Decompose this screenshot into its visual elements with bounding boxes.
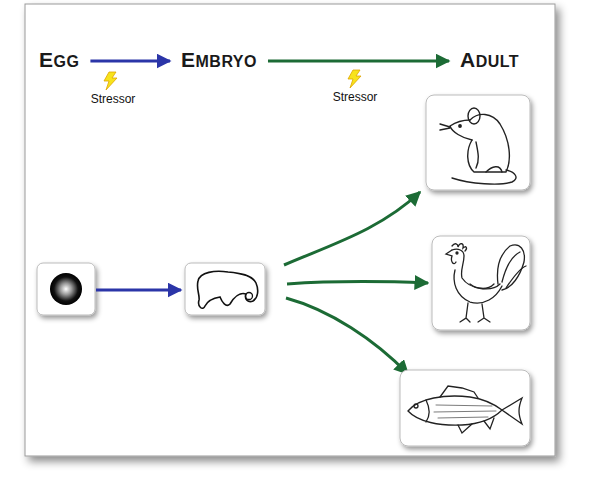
rooster-tile — [432, 236, 530, 330]
fish-tile — [400, 370, 530, 446]
embryo-image — [246, 293, 253, 300]
development-arrow — [287, 282, 428, 284]
fish-image — [434, 405, 496, 418]
rooster-image — [452, 249, 500, 289]
mouse-image — [440, 108, 516, 184]
lightning-bolt — [348, 70, 361, 88]
tile-frame — [432, 236, 530, 330]
tile-frame — [400, 370, 530, 446]
outer-frame — [25, 4, 555, 456]
fish-image — [502, 398, 522, 424]
stage-name: EGG — [39, 48, 79, 71]
tile-frame — [37, 263, 95, 315]
stage-heading: ADULT — [457, 46, 522, 73]
mouse-image — [459, 125, 461, 127]
mouse-tile — [426, 95, 530, 190]
rooster-image — [446, 250, 456, 264]
rooster-image — [502, 252, 526, 288]
fish-image — [426, 400, 429, 422]
fish-image — [458, 418, 494, 433]
rooster-image — [470, 284, 494, 289]
embryo-image — [197, 271, 257, 308]
development-arrow — [284, 192, 420, 265]
fish-image — [440, 386, 478, 398]
fish-image — [408, 386, 522, 433]
stage-name: EMBRYO — [181, 48, 257, 71]
rooster-image — [460, 303, 490, 322]
tile-frame — [185, 263, 265, 315]
mouse-image — [452, 170, 516, 184]
development-arrow — [90, 60, 170, 63]
mouse-image — [450, 120, 472, 140]
lightning-bolt — [348, 70, 361, 88]
embryo-tile — [185, 263, 265, 315]
lightning-bolt — [104, 72, 117, 90]
fish-image — [414, 404, 418, 408]
development-arrow — [268, 60, 449, 63]
stage-heading: EMBRYO — [178, 46, 260, 73]
lightning-bolt — [104, 72, 117, 90]
rooster-image — [454, 270, 502, 303]
mouse-image — [468, 114, 510, 172]
stressor-label: Stressor — [91, 92, 136, 106]
mouse-image — [440, 124, 450, 130]
stage-heading: EGG — [36, 46, 82, 73]
rooster-image — [456, 252, 458, 254]
mouse-image — [468, 108, 480, 124]
egg-image — [50, 273, 82, 305]
tile-frame — [426, 95, 530, 190]
fish-image — [408, 396, 502, 425]
development-arrow — [286, 298, 408, 374]
stressor-label: Stressor — [333, 90, 378, 104]
development-arrow — [96, 289, 181, 292]
rooster-image — [446, 244, 526, 322]
mouse-image — [486, 167, 502, 172]
egg-tile — [37, 263, 95, 315]
stage-name: ADULT — [460, 48, 519, 71]
mouse-image — [476, 142, 478, 168]
